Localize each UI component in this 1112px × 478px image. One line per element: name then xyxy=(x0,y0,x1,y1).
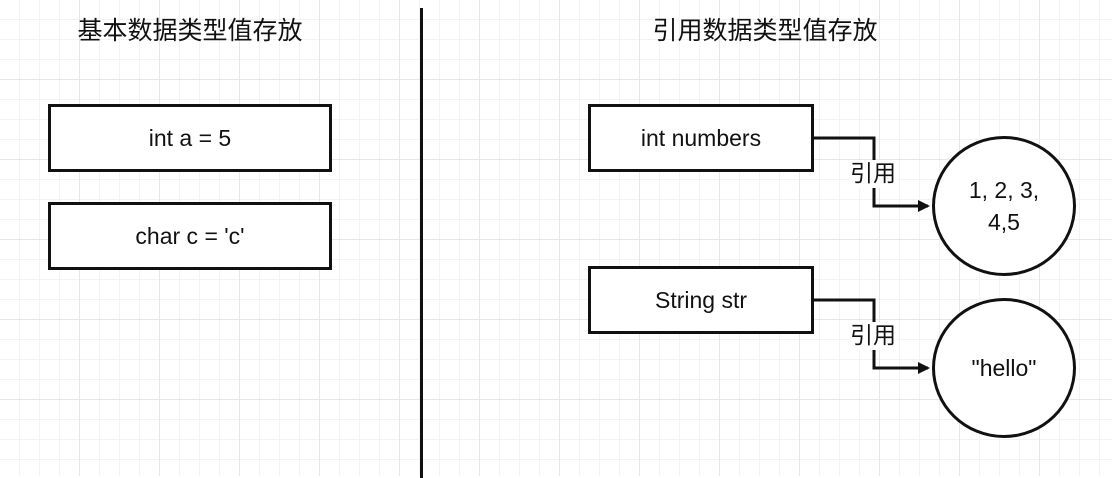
section-divider xyxy=(420,8,423,478)
int-a-box: int a = 5 xyxy=(48,104,332,172)
str-reference-label: 引用 xyxy=(849,322,897,350)
int-a-label: int a = 5 xyxy=(148,124,232,151)
array-values-line-2: 4,5 xyxy=(988,209,1020,235)
hello-value-circle: "hello" xyxy=(932,298,1076,438)
string-str-box: String str xyxy=(588,266,814,334)
primitive-section-title: 基本数据类型值存放 xyxy=(77,16,303,45)
char-c-box: char c = 'c' xyxy=(48,202,332,270)
reference-section-title: 引用数据类型值存放 xyxy=(652,16,878,45)
numbers-reference-label: 引用 xyxy=(849,160,897,188)
hello-value-text: "hello" xyxy=(971,355,1037,381)
int-numbers-label: int numbers xyxy=(640,124,762,151)
int-numbers-box: int numbers xyxy=(588,104,814,172)
array-values-line-1: 1, 2, 3, xyxy=(968,177,1040,203)
char-c-label: char c = 'c' xyxy=(135,222,245,249)
array-values-text: 1, 2, 3, 4,5 xyxy=(949,174,1059,238)
string-str-label: String str xyxy=(654,286,748,313)
array-value-circle: 1, 2, 3, 4,5 xyxy=(932,136,1076,276)
